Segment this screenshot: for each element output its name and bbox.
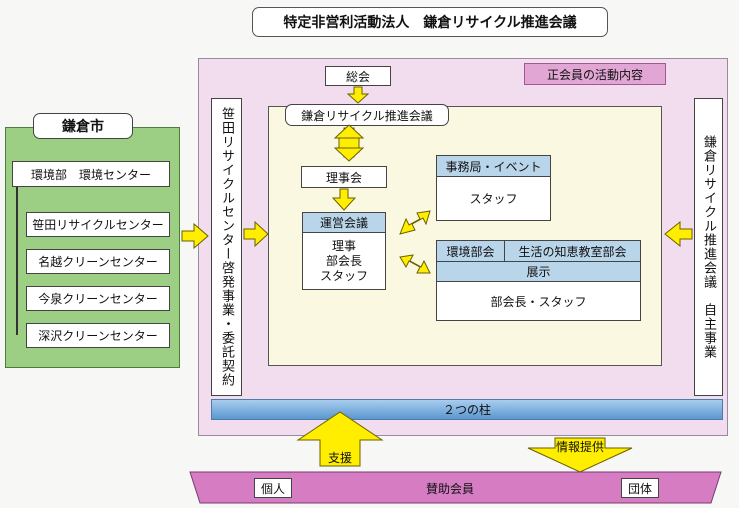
center-tree-line — [16, 187, 18, 335]
dept-exhibit: 展示 — [437, 262, 640, 282]
dept-wisdom: 生活の知恵教室部会 — [505, 241, 640, 262]
steering-member: 部会長 — [325, 254, 362, 268]
arrow-down-icon — [331, 188, 357, 211]
supporting-members-title: 賛助会員 — [425, 481, 474, 496]
page-title: 特定非営利活動法人 鎌倉リサイクル推進会議 — [252, 7, 608, 37]
steering-member: スタッフ — [319, 269, 368, 283]
group-member-box: 団体 — [621, 478, 659, 498]
support-arrow-icon — [296, 411, 384, 467]
departments-box: 環境部会 生活の知恵教室部会 展示 部会長・スタッフ — [436, 240, 641, 321]
secretariat-box: 事務局・イベント スタッフ — [436, 155, 551, 221]
regular-member-label: 正会員の活動内容 — [524, 63, 666, 85]
steering-committee-box: 運営会議 理事 部会長 スタッフ — [302, 212, 386, 290]
arrow-left-icon — [664, 220, 693, 248]
center-item-fukasawa: 深沢クリーンセンター — [26, 323, 170, 348]
left-contract-bar: 笹田リサイクルセンター啓発事業・委託契約 — [211, 98, 242, 396]
board-box: 理事会 — [301, 166, 387, 188]
env-center-box: 環境部 環境センター — [12, 161, 170, 187]
info-arrow-icon — [527, 437, 633, 473]
info-label: 情報提供 — [555, 440, 604, 454]
steering-member: 理事 — [331, 239, 356, 253]
center-item-sasada: 笹田リサイクルセンター — [26, 212, 170, 237]
secretariat-body: スタッフ — [469, 192, 518, 206]
arrow-right-icon — [181, 222, 209, 250]
secretariat-title: 事務局・イベント — [437, 156, 550, 177]
arrow-right-icon — [243, 220, 269, 248]
dept-env: 環境部会 — [437, 241, 505, 262]
right-independent-bar: 鎌倉リサイクル推進会議 自主事業 — [694, 98, 723, 396]
support-label: 支援 — [327, 451, 352, 465]
arrow-down-icon — [346, 86, 370, 104]
double-arrow-icon — [399, 210, 431, 235]
steering-committee-title: 運営会議 — [303, 213, 385, 233]
double-arrow-icon — [399, 254, 431, 274]
dept-body: 部会長・スタッフ — [490, 294, 587, 309]
kamakura-city-title: 鎌倉市 — [33, 113, 133, 139]
org-name-box: 鎌倉リサイクル推進会議 — [285, 104, 449, 126]
center-item-imaizumi: 今泉クリーンセンター — [26, 286, 170, 311]
center-item-nagoe: 名越クリーンセンター — [26, 249, 170, 274]
general-meeting-box: 総会 — [325, 66, 391, 86]
individual-member-box: 個人 — [254, 478, 292, 498]
